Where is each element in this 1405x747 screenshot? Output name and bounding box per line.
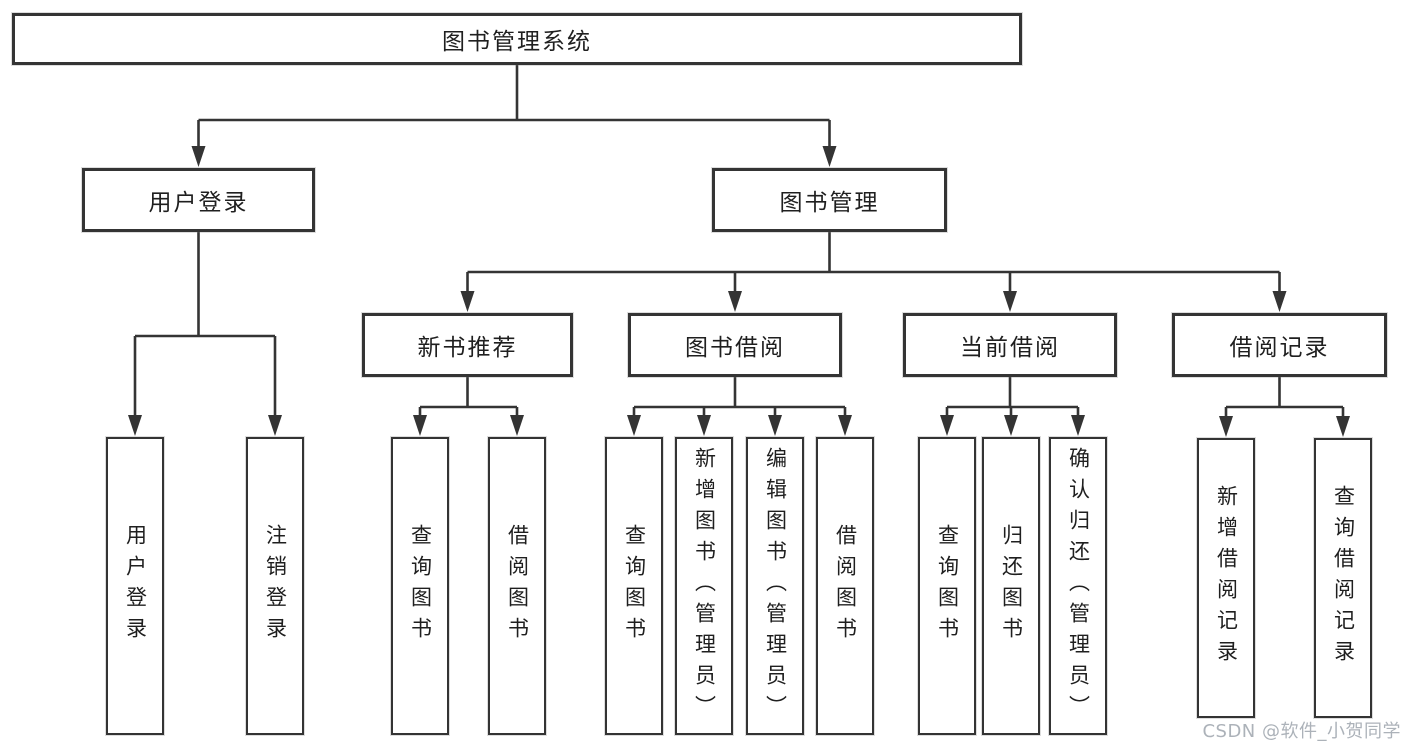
node-leaf-search-borrow-record: 查询借阅记录 — [1314, 438, 1372, 718]
node-leaf-confirm-return: 确认归还（管理员） — [1049, 437, 1107, 735]
node-leaf-user-login: 用户登录 — [106, 437, 164, 735]
node-leaf-logout: 注销登录 — [246, 437, 304, 735]
node-current-borrowing: 当前借阅 — [903, 313, 1117, 377]
node-leaf-borrow-book-rec: 借阅图书 — [488, 437, 546, 735]
node-leaf-add-book: 新增图书（管理员） — [675, 437, 733, 735]
node-leaf-search-book-rec: 查询图书 — [391, 437, 449, 735]
node-book-borrowing: 图书借阅 — [628, 313, 842, 377]
node-root: 图书管理系统 — [12, 13, 1022, 65]
node-leaf-edit-book: 编辑图书（管理员） — [746, 437, 804, 735]
node-user-login: 用户登录 — [82, 168, 315, 232]
node-leaf-add-borrow-record: 新增借阅记录 — [1197, 438, 1255, 718]
node-book-mgmt: 图书管理 — [712, 168, 947, 232]
node-leaf-return-book: 归还图书 — [982, 437, 1040, 735]
node-leaf-search-book-bor: 查询图书 — [605, 437, 663, 735]
node-new-book-rec: 新书推荐 — [362, 313, 573, 377]
node-leaf-borrow-book-bor: 借阅图书 — [816, 437, 874, 735]
node-leaf-search-book-cur: 查询图书 — [918, 437, 976, 735]
node-borrowing-records: 借阅记录 — [1172, 313, 1387, 377]
watermark-text: CSDN @软件_小贺同学 — [1202, 721, 1401, 742]
